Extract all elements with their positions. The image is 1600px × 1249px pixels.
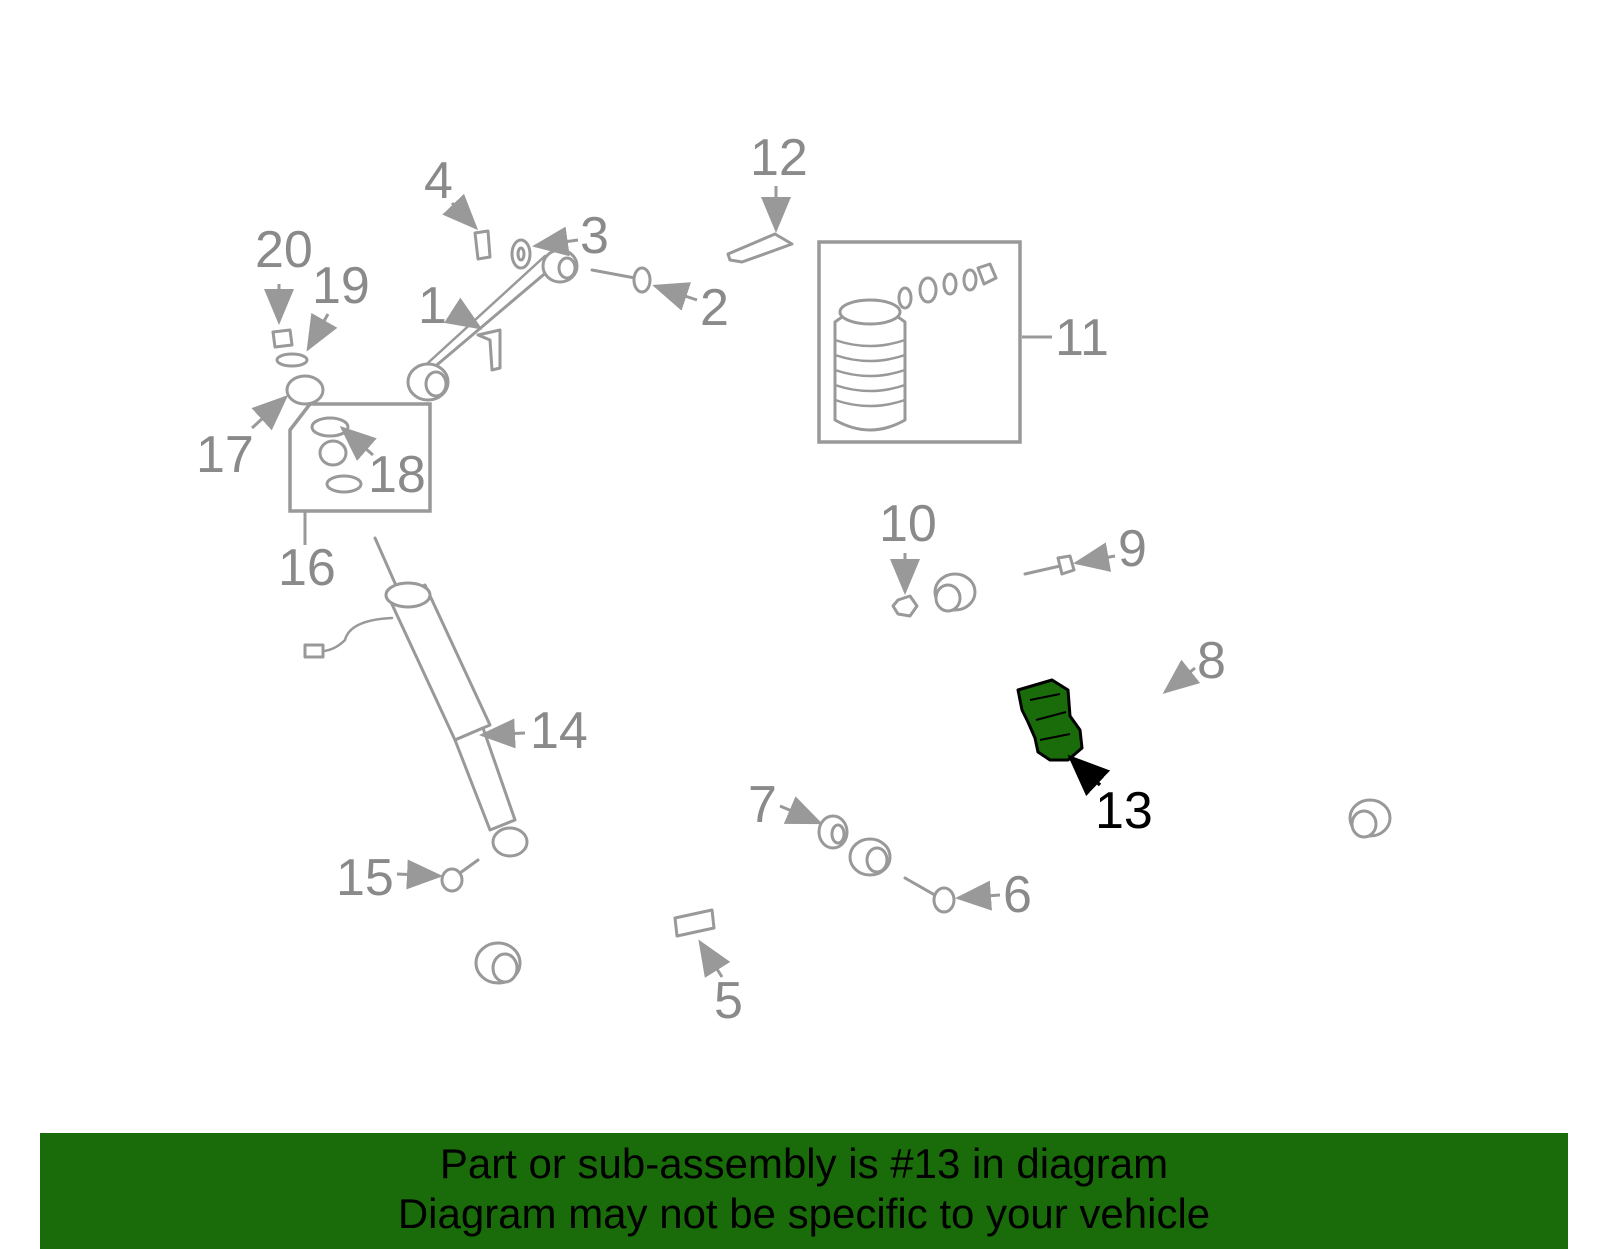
callout-17: 17 [196, 426, 254, 484]
callout-6: 6 [1003, 866, 1032, 924]
air-spring-kit-part-11[interactable] [817, 240, 1022, 444]
bolt-part-9[interactable] [1023, 554, 1076, 576]
banner-line-1: Part or sub-assembly is #13 in diagram [439, 1140, 1169, 1187]
callout-5: 5 [714, 972, 743, 1030]
leader-lines [250, 186, 1201, 978]
lateral-rod-part-8[interactable] [933, 572, 1392, 839]
shock-absorber-part-14[interactable] [303, 536, 529, 858]
callout-19: 19 [312, 257, 370, 315]
highlighted-bracket-part-13[interactable] [1016, 678, 1084, 762]
nut-part-10[interactable] [891, 594, 919, 618]
callout-15: 15 [336, 849, 394, 907]
callout-18: 18 [368, 446, 426, 504]
mount-kit-part-16[interactable] [271, 328, 432, 513]
lower-control-arm-part-5[interactable] [474, 837, 892, 985]
callout-9: 9 [1118, 520, 1147, 578]
bushing-part-7[interactable] [817, 814, 849, 850]
callout-8: 8 [1197, 632, 1226, 690]
callout-7: 7 [748, 776, 777, 834]
callout-10: 10 [879, 495, 937, 553]
washer-part-3[interactable] [510, 238, 532, 270]
callout-2: 2 [700, 279, 729, 337]
callout-11: 11 [1055, 309, 1109, 367]
callout-12: 12 [750, 129, 808, 187]
info-banner: Part or sub-assembly is #13 in diagram D… [40, 1133, 1568, 1249]
callout-16: 16 [278, 539, 336, 597]
nut-part-4[interactable] [473, 229, 492, 261]
bolt-part-15[interactable] [440, 858, 480, 893]
callout-13: 13 [1095, 782, 1153, 840]
callout-4: 4 [424, 152, 453, 210]
bracket-part-12[interactable] [726, 232, 794, 264]
upper-control-arm-part[interactable] [406, 248, 579, 402]
callout-1: 1 [418, 277, 447, 335]
bolt-part-6[interactable] [903, 876, 956, 914]
banner-line-2: Diagram may not be specific to your vehi… [397, 1190, 1211, 1237]
callout-14: 14 [530, 702, 588, 760]
callout-3: 3 [580, 207, 609, 265]
callout-20: 20 [255, 221, 313, 279]
bolt-part-2[interactable] [590, 266, 652, 294]
